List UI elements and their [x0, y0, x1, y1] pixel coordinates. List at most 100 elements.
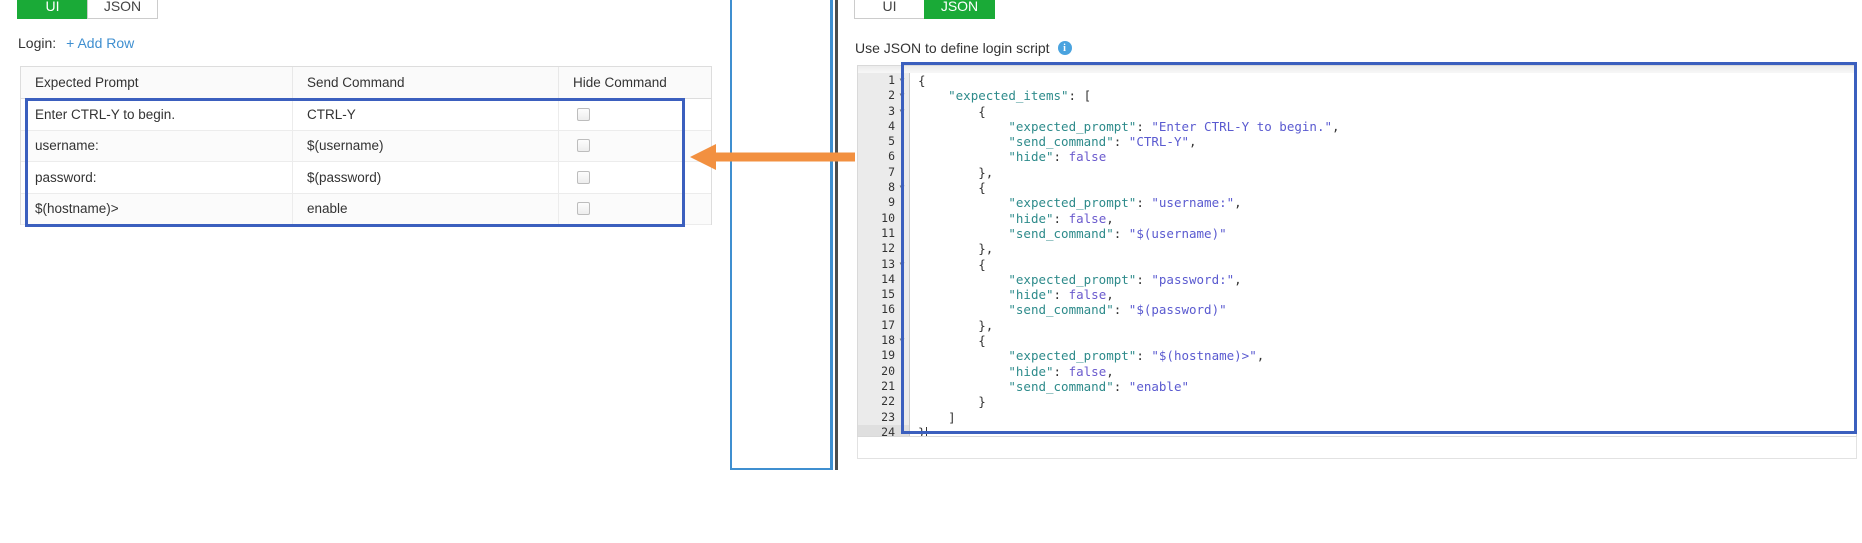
- code-line: }: [978, 394, 986, 410]
- line-number: 16: [881, 302, 895, 317]
- code-line: {: [978, 333, 986, 349]
- line-number: 13▼: [858, 257, 909, 272]
- code-line: }: [918, 424, 927, 437]
- hide-command-checkbox[interactable]: [577, 107, 590, 121]
- line-number: 11: [881, 225, 895, 240]
- line-number: 19: [881, 348, 895, 363]
- divider-line-right: [830, 0, 833, 470]
- code-line: "hide": false,: [1008, 210, 1114, 226]
- table-row[interactable]: $(hostname)> enable: [21, 193, 711, 225]
- column-header-expected-prompt: Expected Prompt: [21, 67, 293, 98]
- cell-expected-prompt[interactable]: username:: [21, 130, 293, 161]
- line-number: 10: [881, 210, 895, 225]
- right-tabbar: UI JSON: [854, 0, 995, 19]
- tab-ui-left[interactable]: UI: [17, 0, 88, 19]
- ui-tab-panel: UI JSON Login: + Add Row Expected Prompt…: [0, 0, 868, 543]
- line-number: 3▼: [858, 104, 909, 119]
- code-line: {: [978, 103, 986, 119]
- login-row: Login: + Add Row: [18, 35, 134, 51]
- hide-command-checkbox[interactable]: [577, 170, 590, 184]
- fold-toggle-icon[interactable]: ▼: [899, 183, 905, 193]
- line-number: 6: [888, 149, 895, 164]
- tab-json-left[interactable]: JSON: [87, 0, 158, 19]
- table-row[interactable]: username: $(username): [21, 130, 711, 162]
- line-number: 4: [888, 118, 895, 133]
- login-script-table: Expected Prompt Send Command Hide Comman…: [20, 66, 712, 225]
- info-icon[interactable]: i: [1057, 41, 1072, 55]
- code-line: },: [978, 164, 994, 180]
- json-caption: Use JSON to define login script i: [855, 40, 1072, 56]
- code-line: "send_command": "$(password)": [1008, 302, 1227, 318]
- code-line: },: [978, 317, 994, 333]
- login-label: Login:: [18, 35, 57, 51]
- line-number: 2▼: [858, 88, 909, 103]
- code-line: "hide": false,: [1008, 287, 1114, 303]
- line-number: 18▼: [858, 333, 909, 348]
- code-line: "expected_prompt": "$(hostname)>",: [1008, 348, 1265, 364]
- code-line: "hide": false,: [1008, 363, 1114, 379]
- table-row[interactable]: Enter CTRL-Y to begin. CTRL-Y: [21, 99, 711, 131]
- line-number: 17: [881, 317, 895, 332]
- tab-json-right[interactable]: JSON: [924, 0, 995, 19]
- add-row-button[interactable]: + Add Row: [66, 35, 135, 51]
- cell-expected-prompt[interactable]: $(hostname)>: [21, 193, 293, 224]
- line-number: 23: [881, 409, 895, 424]
- middle-divider-panel: [730, 0, 858, 543]
- divider-line-bottom: [730, 468, 833, 470]
- code-line: "expected_items": [: [948, 88, 1092, 104]
- line-number: 8▼: [858, 180, 909, 195]
- divider-line-left: [730, 0, 732, 470]
- cell-hide-command: [559, 194, 711, 225]
- line-number: 24: [858, 424, 909, 436]
- cell-send-command[interactable]: CTRL-Y: [293, 99, 559, 130]
- line-number: 7: [888, 164, 895, 179]
- cell-send-command[interactable]: $(username): [293, 130, 559, 161]
- fold-toggle-icon[interactable]: ▼: [899, 91, 905, 101]
- line-number: 14: [881, 271, 895, 286]
- hide-command-checkbox[interactable]: [577, 139, 590, 153]
- divider-line-dark: [835, 0, 838, 470]
- tab-ui-right[interactable]: UI: [854, 0, 925, 19]
- editor-code-area[interactable]: { "expected_items": [ { "expected_prompt…: [910, 66, 1856, 436]
- json-caption-text: Use JSON to define login script: [855, 40, 1050, 56]
- editor-top-shade: [858, 66, 1856, 73]
- code-line: "expected_prompt": "username:",: [1008, 195, 1242, 211]
- left-tabbar: UI JSON: [17, 0, 158, 19]
- code-line: "hide": false: [1008, 149, 1107, 165]
- line-number: 22: [881, 394, 895, 409]
- text-caret: [925, 426, 927, 436]
- cell-send-command[interactable]: enable: [293, 193, 559, 224]
- code-line: "send_command": "$(username)": [1008, 225, 1227, 241]
- cell-expected-prompt[interactable]: Enter CTRL-Y to begin.: [21, 99, 293, 130]
- cell-hide-command: [559, 131, 711, 162]
- table-body: Enter CTRL-Y to begin. CTRL-Y username: …: [21, 99, 711, 225]
- hide-command-checkbox[interactable]: [577, 202, 590, 216]
- cell-send-command[interactable]: $(password): [293, 162, 559, 193]
- fold-toggle-icon[interactable]: ▼: [899, 336, 905, 346]
- line-number: 9: [888, 195, 895, 210]
- code-line: {: [978, 180, 986, 196]
- code-line: "expected_prompt": "Enter CTRL-Y to begi…: [1008, 118, 1340, 134]
- line-number: 1▼: [858, 73, 909, 88]
- code-line: "send_command": "enable": [1008, 378, 1190, 394]
- code-line: {: [918, 73, 926, 88]
- code-line: {: [978, 256, 986, 272]
- code-line: "expected_prompt": "password:",: [1008, 271, 1242, 287]
- line-number: 20: [881, 363, 895, 378]
- fold-toggle-icon[interactable]: ▼: [899, 106, 905, 116]
- cell-hide-command: [559, 99, 711, 130]
- table-header-row: Expected Prompt Send Command Hide Comman…: [21, 67, 711, 99]
- line-number: 12: [881, 241, 895, 256]
- json-tab-panel: UI JSON Use JSON to define login script …: [854, 0, 1862, 543]
- line-number: 5: [888, 134, 895, 149]
- cell-hide-command: [559, 162, 711, 193]
- fold-toggle-icon[interactable]: ▼: [899, 259, 905, 269]
- editor-bottom-bar: [857, 437, 1857, 459]
- column-header-hide-command: Hide Command: [573, 75, 667, 90]
- table-row[interactable]: password: $(password): [21, 162, 711, 194]
- fold-toggle-icon[interactable]: ▼: [899, 76, 905, 85]
- code-line: "send_command": "CTRL-Y",: [1008, 134, 1197, 150]
- cell-expected-prompt[interactable]: password:: [21, 162, 293, 193]
